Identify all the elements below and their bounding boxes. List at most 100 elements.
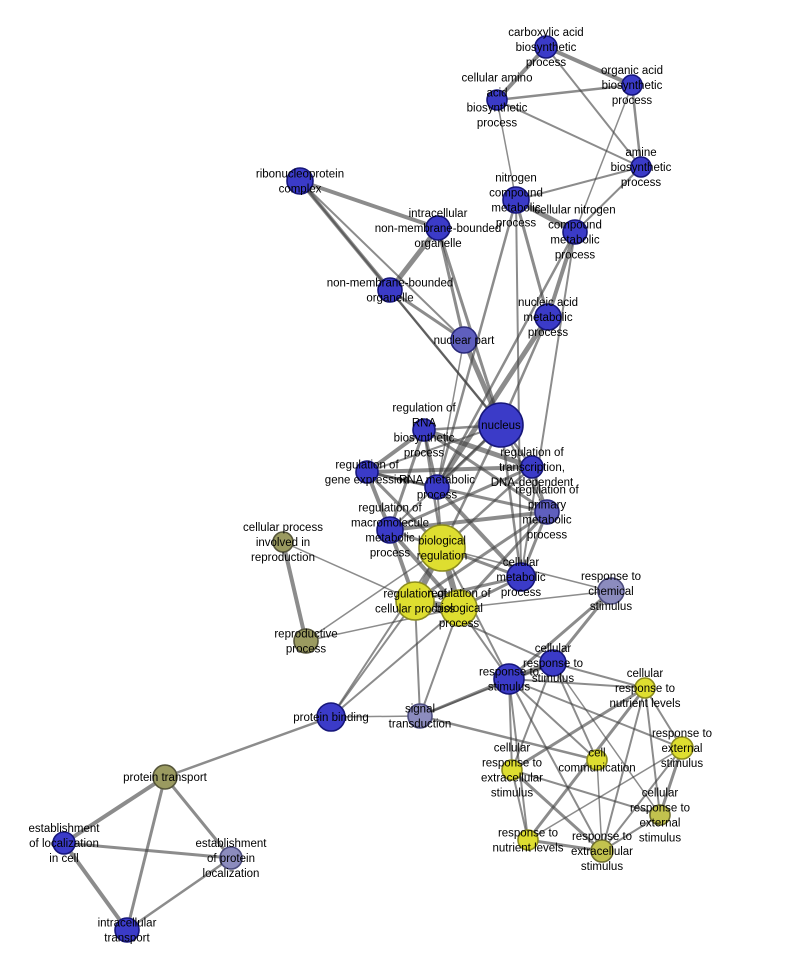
node-reproductive-process[interactable]: [293, 628, 319, 654]
edge-amine-biosynthetic-process--nitrogen-compound-metabolic-process: [515, 166, 642, 201]
node-cellular-response-to-nutrient-levels[interactable]: [634, 677, 656, 699]
edge-protein-transport--establishment-of-localization-in-cell: [62, 775, 167, 845]
node-protein-transport[interactable]: [152, 764, 178, 790]
node-establishment-of-protein-localization[interactable]: [219, 846, 243, 870]
node-layer: [52, 35, 694, 943]
edge-cellular-amino-acid-biosynthetic-process--amine-biosynthetic-process: [496, 99, 642, 168]
edge-cellular-response-to-stimulus--regulation-of-cellular-process: [414, 600, 554, 664]
node-biological-regulation[interactable]: [418, 524, 466, 572]
edge-response-to-stimulus--cell-communication: [508, 678, 598, 761]
edge-protein-binding--regulation-of-cellular-process: [330, 600, 416, 718]
edge-intracellular-non-membrane-bounded-organelle--nucleus: [436, 226, 503, 427]
node-response-to-extracellular-stimulus[interactable]: [590, 839, 614, 863]
node-cellular-amino-acid-biosynthetic-process[interactable]: [486, 89, 508, 111]
edge-nucleus--cellular-metabolic-process: [499, 423, 523, 579]
edge-establishment-of-protein-localization--intracellular-transport: [125, 856, 233, 932]
node-nucleus[interactable]: [478, 402, 524, 448]
node-cellular-response-to-extracellular-stimulus[interactable]: [501, 759, 523, 781]
node-regulation-of-biological-process[interactable]: [440, 589, 478, 627]
edge-non-membrane-bounded-organelle--nuclear-part: [388, 288, 466, 342]
node-intracellular-non-membrane-bounded-organelle[interactable]: [425, 215, 451, 241]
edge-nucleus--regulation-of-gene-expression: [366, 424, 502, 473]
edge-reproductive-process--biological-regulation: [305, 547, 443, 642]
edge-organic-acid-biosynthetic-process--amine-biosynthetic-process: [630, 83, 643, 169]
edge-regulation-of-transcription-dna-dependent--regulation-of-gene-expression: [365, 465, 534, 474]
node-establishment-of-localization-in-cell[interactable]: [52, 831, 76, 855]
edge-nitrogen-compound-metabolic-process--nucleic-acid-metabolic-process: [514, 198, 550, 319]
node-regulation-of-cellular-process[interactable]: [395, 581, 435, 621]
edge-regulation-of-primary-metabolic-process--regulation-of-macromolecule-metabolic-process: [388, 510, 549, 532]
edge-response-to-external-stimulus--response-to-nutrient-levels: [527, 747, 683, 841]
edge-cellular-response-to-nutrient-levels--cellular-response-to-external-stimulus: [644, 687, 661, 816]
node-protein-binding[interactable]: [316, 702, 346, 732]
edge-signal-transduction--cell-communication: [418, 714, 599, 762]
edge-response-to-external-stimulus--response-to-extracellular-stimulus: [601, 747, 683, 852]
node-response-to-external-stimulus[interactable]: [670, 736, 694, 760]
edge-response-to-chemical-stimulus--regulation-of-biological-process: [458, 590, 612, 609]
edge-response-to-stimulus--response-to-nutrient-levels: [508, 678, 529, 841]
node-carboxylic-acid-biosynthetic-process[interactable]: [534, 35, 558, 59]
edge-protein-transport--intracellular-transport: [125, 775, 167, 932]
node-signal-transduction[interactable]: [407, 703, 433, 729]
node-cellular-response-to-stimulus[interactable]: [539, 649, 567, 677]
node-ribonucleoprotein-complex[interactable]: [286, 167, 314, 195]
edge-cellular-amino-acid-biosynthetic-process--organic-acid-biosynthetic-process: [495, 83, 634, 102]
edge-protein-transport--establishment-of-protein-localization: [163, 775, 233, 860]
edge-cellular-response-to-nutrient-levels--response-to-nutrient-levels: [526, 686, 647, 842]
edge-cellular-response-to-stimulus--cell-communication: [552, 662, 598, 761]
edge-cellular-response-to-extracellular-stimulus--cellular-response-to-external-stimulus: [511, 769, 661, 816]
node-regulation-of-gene-expression[interactable]: [355, 460, 379, 484]
node-cellular-process-involved-in-reproduction[interactable]: [272, 531, 294, 553]
node-cellular-metabolic-process[interactable]: [506, 562, 536, 592]
edge-cellular-response-to-stimulus--response-to-chemical-stimulus: [551, 589, 613, 665]
edge-cellular-amino-acid-biosynthetic-process--nitrogen-compound-metabolic-process: [496, 99, 517, 201]
edge-protein-binding--regulation-of-biological-process: [330, 607, 460, 718]
edge-nuclear-part--rna-metabolic-process: [436, 339, 465, 488]
node-cell-communication[interactable]: [586, 749, 608, 771]
edge-regulation-of-rna-biosynthetic-process--regulation-of-primary-metabolic-process: [422, 428, 549, 514]
edge-cellular-response-to-stimulus--cellular-response-to-extracellular-stimulus: [511, 662, 554, 771]
edge-signal-transduction--regulation-of-biological-process: [419, 607, 460, 717]
node-cellular-response-to-external-stimulus[interactable]: [649, 804, 671, 826]
node-non-membrane-bounded-organelle[interactable]: [377, 277, 403, 303]
edge-carboxylic-acid-biosynthetic-process--organic-acid-biosynthetic-process: [544, 45, 634, 87]
edge-cell-communication--response-to-extracellular-stimulus: [596, 759, 603, 852]
edge-layer: [62, 45, 684, 932]
node-regulation-of-transcription-dna-dependent[interactable]: [520, 455, 544, 479]
node-nuclear-part[interactable]: [450, 326, 478, 354]
edge-cellular-response-to-extracellular-stimulus--response-to-extracellular-stimulus: [510, 768, 604, 853]
edge-establishment-of-localization-in-cell--intracellular-transport: [62, 841, 129, 932]
edge-response-to-stimulus--response-to-external-stimulus: [508, 678, 683, 749]
node-regulation-of-macromolecule-metabolic-process[interactable]: [376, 516, 404, 544]
edge-ribonucleoprotein-complex--intracellular-non-membrane-bounded-organelle: [298, 179, 440, 230]
edge-regulation-of-primary-metabolic-process--regulation-of-biological-process: [457, 510, 549, 610]
node-cellular-nitrogen-compound-metabolic-process[interactable]: [562, 219, 588, 245]
node-response-to-stimulus[interactable]: [493, 663, 525, 695]
node-nitrogen-compound-metabolic-process[interactable]: [502, 186, 530, 214]
edge-response-to-stimulus--response-to-chemical-stimulus: [507, 589, 613, 681]
edge-establishment-of-localization-in-cell--establishment-of-protein-localization: [62, 841, 233, 860]
edge-regulation-of-primary-metabolic-process--regulation-of-cellular-process: [413, 510, 549, 603]
node-nucleic-acid-metabolic-process[interactable]: [534, 303, 562, 331]
node-intracellular-transport[interactable]: [114, 917, 140, 943]
node-rna-metabolic-process[interactable]: [424, 474, 450, 500]
edge-cellular-process-involved-in-reproduction--regulation-of-cellular-process: [282, 541, 416, 602]
node-response-to-nutrient-levels[interactable]: [517, 829, 539, 851]
edge-organic-acid-biosynthetic-process--cellular-nitrogen-compound-metabolic-process: [574, 84, 633, 233]
node-regulation-of-rna-biosynthetic-process[interactable]: [412, 418, 436, 442]
edge-reproductive-process--regulation-of-biological-process: [305, 607, 460, 642]
node-response-to-chemical-stimulus[interactable]: [597, 577, 625, 605]
edge-cellular-response-to-nutrient-levels--response-to-extracellular-stimulus: [601, 687, 646, 852]
node-amine-biosynthetic-process[interactable]: [630, 156, 652, 178]
edge-intracellular-non-membrane-bounded-organelle--non-membrane-bounded-organelle: [387, 225, 441, 293]
edge-rna-metabolic-process--cellular-metabolic-process: [435, 485, 523, 579]
edge-regulation-of-rna-biosynthetic-process--regulation-of-gene-expression: [365, 428, 426, 474]
node-regulation-of-primary-metabolic-process[interactable]: [534, 499, 560, 525]
edge-cellular-nitrogen-compound-metabolic-process--cellular-metabolic-process: [520, 231, 576, 578]
edge-protein-binding--biological-regulation: [330, 547, 443, 718]
node-organic-acid-biosynthetic-process[interactable]: [621, 74, 643, 96]
